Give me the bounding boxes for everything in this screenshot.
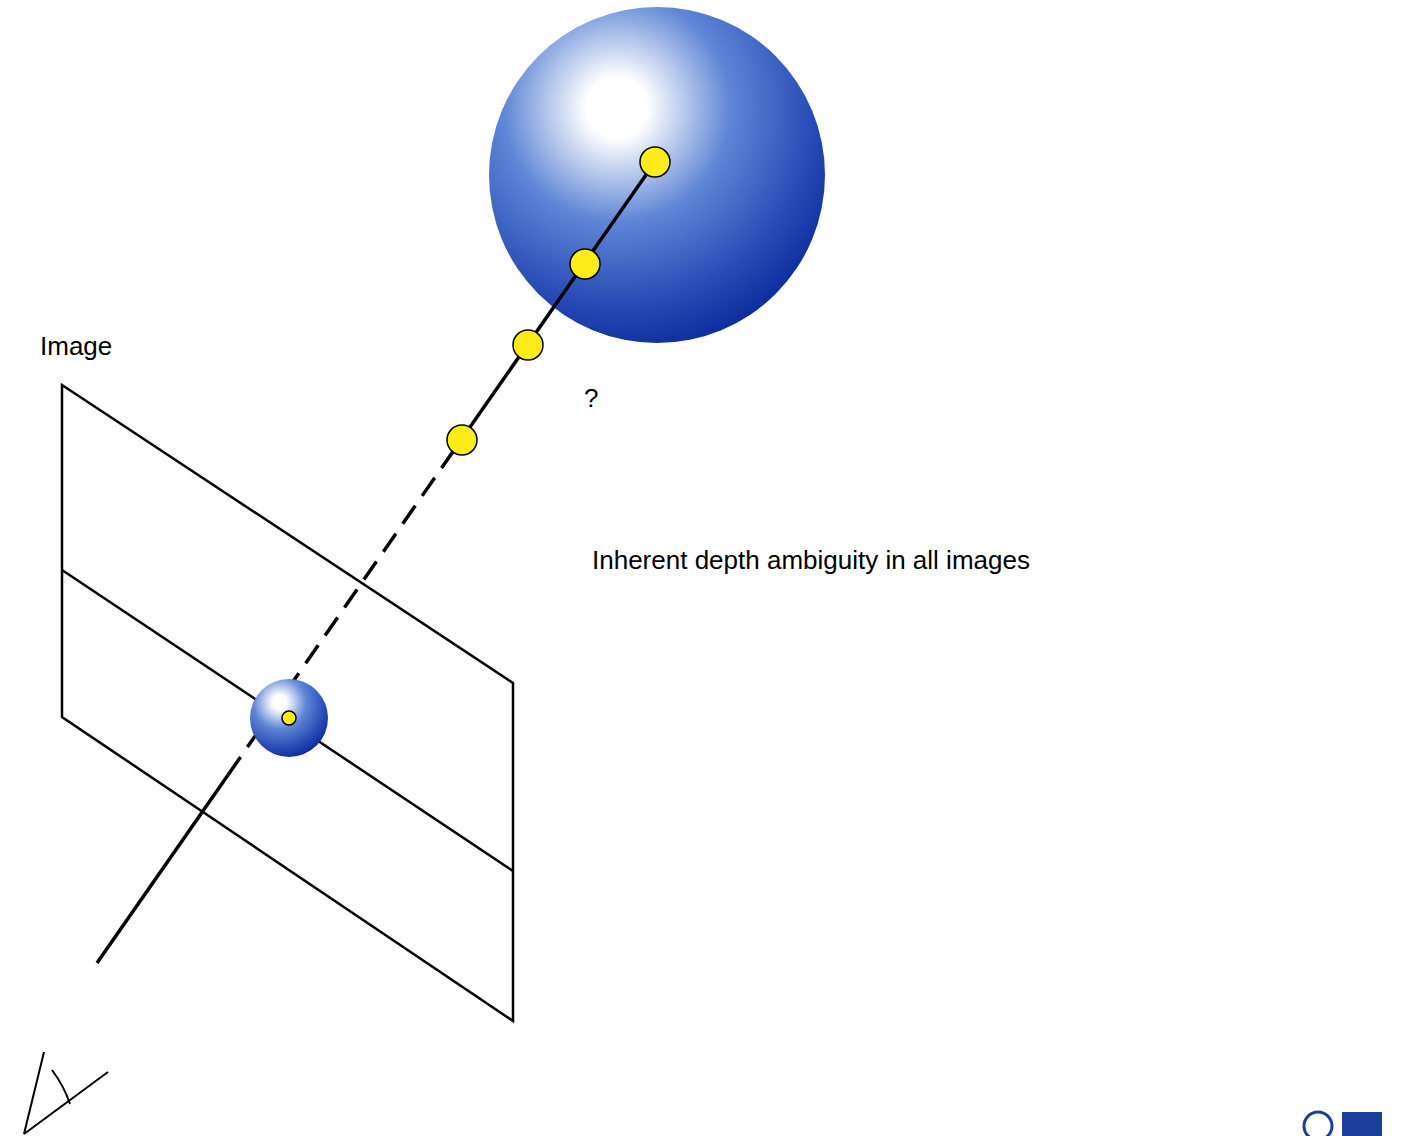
eye-symbol (24, 1052, 108, 1134)
image-plane-midline (62, 570, 513, 871)
projected-sphere (250, 679, 328, 757)
image-plane (62, 385, 513, 1021)
ray-segment (97, 775, 228, 963)
candidate-point (640, 147, 670, 177)
logo-fragment (1304, 1112, 1382, 1136)
ambiguity-mark: ? (584, 384, 598, 414)
ray-segment (461, 162, 655, 440)
caption-note: Inherent depth ambiguity in all images (592, 546, 1030, 576)
projection-ray (97, 162, 655, 963)
logo-mark (1304, 1112, 1332, 1136)
eye-lines (24, 1052, 108, 1134)
candidate-point (570, 249, 600, 279)
ray-dashed-segment (228, 440, 461, 775)
candidate-point (447, 425, 477, 455)
image-plane-outline (62, 385, 513, 1021)
scene-sphere (489, 7, 825, 343)
candidate-point (513, 330, 543, 360)
plane-label: Image (40, 332, 112, 362)
eye-arc (52, 1070, 70, 1104)
projected-point (282, 711, 296, 725)
logo-block (1342, 1112, 1382, 1136)
candidate-points (447, 147, 670, 455)
